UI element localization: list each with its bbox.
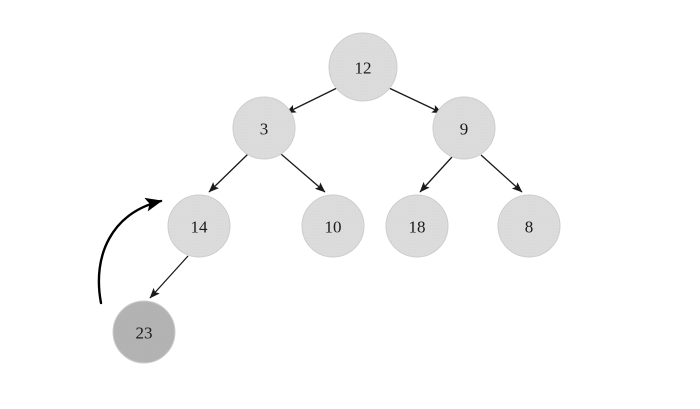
node-8-shape[interactable] (497, 194, 561, 258)
node-3-label: 3 (260, 120, 269, 139)
swap-up-curve-path (97, 197, 163, 305)
node-3-shape[interactable] (232, 96, 296, 160)
edge-14-23 (149, 255, 189, 299)
edge-9-18 (419, 156, 453, 193)
edge-12-3 (285, 87, 338, 114)
node-14-label: 14 (191, 218, 209, 237)
node-8[interactable]: 8 (497, 194, 561, 258)
edge-group (149, 87, 523, 299)
edge-3-10 (280, 153, 326, 193)
node-10[interactable]: 10 (301, 194, 365, 258)
node-23-label: 23 (136, 324, 153, 343)
node-14-shape[interactable] (167, 194, 231, 258)
node-9-label: 9 (460, 120, 469, 139)
node-18-shape[interactable] (385, 194, 449, 258)
node-8-label: 8 (525, 218, 534, 237)
node-3[interactable]: 3 (232, 96, 296, 160)
node-12-shape[interactable] (328, 32, 398, 102)
node-10-shape[interactable] (301, 194, 365, 258)
node-12[interactable]: 12 (328, 32, 398, 102)
node-18-label: 18 (409, 218, 426, 237)
edge-9-8 (480, 154, 523, 193)
swap-up-curve (97, 197, 163, 305)
node-14[interactable]: 14 (167, 194, 231, 258)
node-10-label: 10 (325, 218, 342, 237)
node-12-label: 12 (355, 59, 372, 78)
edge-3-14 (208, 153, 249, 193)
node-9[interactable]: 9 (432, 96, 496, 160)
node-23-shape[interactable] (112, 300, 176, 364)
node-9-shape[interactable] (432, 96, 496, 160)
node-group: 12 3 9 14 10 18 (112, 32, 561, 364)
edge-12-9 (388, 87, 443, 114)
node-23[interactable]: 23 (112, 300, 176, 364)
node-18[interactable]: 18 (385, 194, 449, 258)
